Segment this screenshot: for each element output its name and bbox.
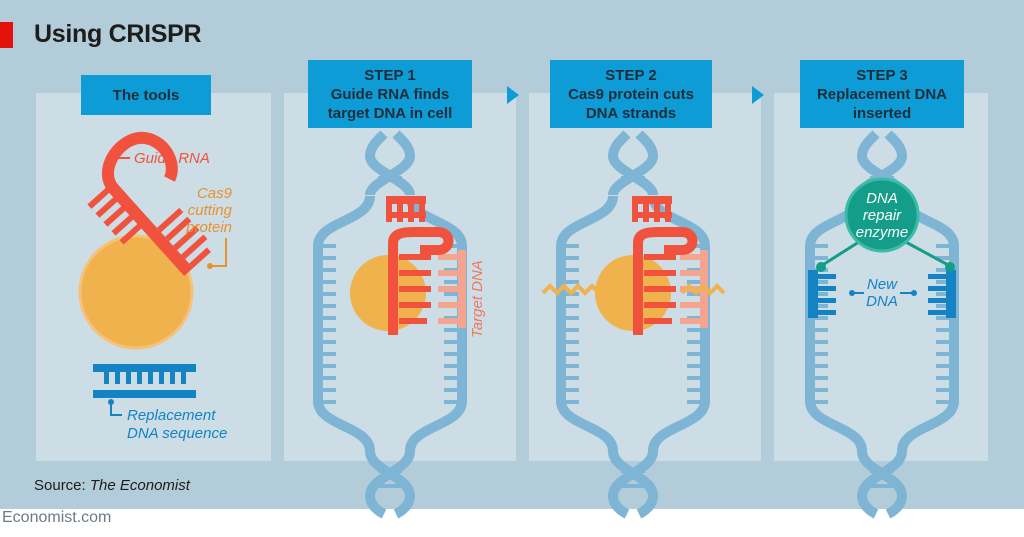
header-step-3 <box>800 60 964 128</box>
header-step-2 <box>550 60 712 128</box>
header-step-2-line-2: Cas9 protein cuts <box>568 86 694 103</box>
label-enzyme-line-3: enzyme <box>856 224 909 241</box>
label-new-dna-line-2: DNA <box>866 293 898 310</box>
header-tools-text: The tools <box>113 87 180 104</box>
header-step-1-line-3: target DNA in cell <box>328 105 452 122</box>
label-new-dna-line-1: New <box>867 276 898 293</box>
header-step-3-line-3: inserted <box>853 105 911 122</box>
site-credit: Economist.com <box>2 509 112 526</box>
replacement-dna <box>93 364 196 398</box>
guide-rna-step-2 <box>632 196 698 335</box>
label-enzyme-line-2: repair <box>863 207 902 224</box>
label-cas9-line-1: Cas9 <box>197 185 233 202</box>
cas9-protein <box>78 234 194 350</box>
source-note: Source: The Economist <box>34 477 190 494</box>
chart-title: Using CRISPR <box>34 20 202 48</box>
guide-rna-strand <box>87 131 211 277</box>
cut-mark-left <box>541 283 601 296</box>
source-name: The Economist <box>89 477 190 494</box>
header-step-3-line-1: STEP 3 <box>856 67 907 84</box>
dna-repair-enzyme <box>844 177 920 253</box>
header-step-2-line-1: STEP 2 <box>605 67 656 84</box>
red-tag <box>0 22 13 48</box>
header-step-1-line-1: STEP 1 <box>364 67 415 84</box>
label-cas9-line-2: cutting <box>188 202 233 219</box>
label-replacement-line-2: DNA sequence <box>127 425 227 442</box>
arrow-right-icon <box>507 86 519 104</box>
arrow-right-icon <box>752 86 764 104</box>
header-step-3-line-2: Replacement DNA <box>817 86 947 103</box>
header-step-1 <box>308 60 472 128</box>
footer-band <box>0 509 1024 537</box>
new-dna <box>808 270 956 318</box>
source-label: Source: <box>34 477 90 494</box>
header-tools <box>81 75 211 115</box>
label-enzyme-line-1: DNA <box>866 190 898 207</box>
header-step-2-line-3: DNA strands <box>586 105 676 122</box>
label-guide-rna: Guide RNA <box>134 150 210 167</box>
label-target-dna: Target DNA <box>469 260 486 338</box>
cut-mark-right <box>680 283 726 296</box>
label-cas9-line-3: protein <box>185 219 232 236</box>
label-replacement-line-1: Replacement <box>127 407 216 424</box>
guide-rna-step-1 <box>386 196 454 335</box>
header-step-1-line-2: Guide RNA finds <box>331 86 450 103</box>
target-dna-step-1 <box>438 250 466 328</box>
